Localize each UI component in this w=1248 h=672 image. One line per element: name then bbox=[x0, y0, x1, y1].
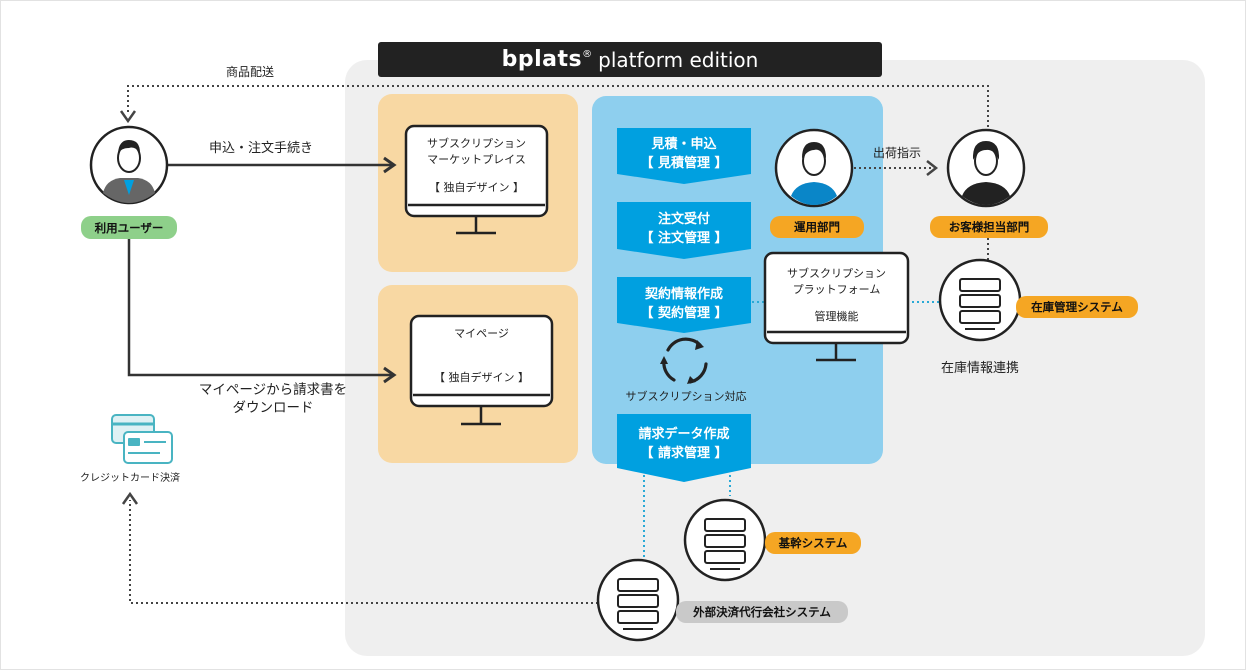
marketplace-monitor-icon bbox=[404, 124, 549, 235]
ops-staff-avatar-icon bbox=[774, 128, 854, 208]
chevron-estimate bbox=[617, 128, 751, 184]
step-order-line2: 【 注文管理 】 bbox=[640, 231, 728, 246]
user-badge: 利用ユーザー bbox=[81, 216, 177, 239]
payment-route bbox=[129, 500, 598, 604]
step-order-line1: 注文受付 bbox=[657, 212, 710, 227]
step-estimate-line2: 【 見積管理 】 bbox=[640, 156, 728, 171]
mypage-line1: マイページ bbox=[454, 327, 509, 340]
customer-staff-avatar-icon bbox=[946, 128, 1026, 208]
chevron-billing bbox=[617, 414, 751, 482]
mypage-route bbox=[127, 238, 392, 377]
step-billing-line1: 請求データ作成 bbox=[638, 427, 730, 442]
chevron-order bbox=[617, 202, 751, 259]
ops-dept-badge: 運用部門 bbox=[770, 216, 864, 238]
core-system-badge: 基幹システム bbox=[765, 532, 861, 554]
platform-line1: サブスクリプション bbox=[787, 267, 886, 280]
platform-line2: プラットフォーム bbox=[792, 283, 881, 296]
inventory-system-badge: 在庫管理システム bbox=[1016, 296, 1138, 318]
shipping-arrowhead bbox=[119, 110, 137, 124]
step-estimate-line1: 見積・申込 bbox=[651, 137, 717, 152]
external-payment-badge: 外部決済代行会社システム bbox=[676, 601, 848, 623]
instruction-arrowhead bbox=[926, 160, 939, 176]
user-avatar-icon bbox=[89, 125, 169, 205]
product-title: bplats® platform edition bbox=[378, 42, 882, 77]
external-server-icon bbox=[596, 558, 680, 642]
payment-arrowhead bbox=[121, 491, 139, 505]
inventory-link-label: 在庫情報連携 bbox=[940, 361, 1019, 376]
shipping-instruction-label: 出荷指示 bbox=[872, 146, 921, 160]
step-contract-line1: 契約情報作成 bbox=[644, 287, 723, 302]
step-billing-line2: 【 請求管理 】 bbox=[640, 446, 728, 461]
marketplace-line3: 【 独自デザイン 】 bbox=[429, 181, 524, 194]
registered-mark: ® bbox=[582, 49, 593, 60]
marketplace-line1: サブスクリプション bbox=[427, 137, 526, 150]
apply-label: 申込・注文手続き bbox=[208, 141, 313, 156]
shipping-route bbox=[127, 85, 989, 132]
credit-card-label: クレジットカード決済 bbox=[80, 473, 180, 484]
edition-name: platform edition bbox=[598, 47, 759, 72]
platform-line3: 管理機能 bbox=[814, 310, 859, 323]
mypage-line2: 【 独自デザイン 】 bbox=[434, 371, 529, 384]
mypage-monitor-icon bbox=[409, 314, 554, 426]
step-contract-line2: 【 契約管理 】 bbox=[640, 306, 728, 321]
apply-arrowhead bbox=[383, 156, 397, 174]
inventory-server-icon bbox=[938, 258, 1022, 342]
mypage-download-label-2: ダウンロード bbox=[232, 400, 314, 416]
chevron-contract bbox=[617, 277, 751, 333]
customer-dept-badge: お客様担当部門 bbox=[930, 216, 1048, 238]
core-server-icon bbox=[683, 498, 767, 582]
brand-name: bplats bbox=[501, 47, 583, 72]
platform-monitor-icon bbox=[763, 251, 910, 362]
mypage-download-label-1: マイページから請求書を bbox=[198, 382, 348, 398]
shipping-label: 商品配送 bbox=[225, 65, 274, 79]
subscription-support-label: サブスクリプション対応 bbox=[625, 390, 747, 403]
credit-card-icon bbox=[111, 414, 173, 464]
mypage-arrowhead bbox=[383, 366, 397, 384]
marketplace-line2: マーケットプレイス bbox=[427, 153, 526, 166]
